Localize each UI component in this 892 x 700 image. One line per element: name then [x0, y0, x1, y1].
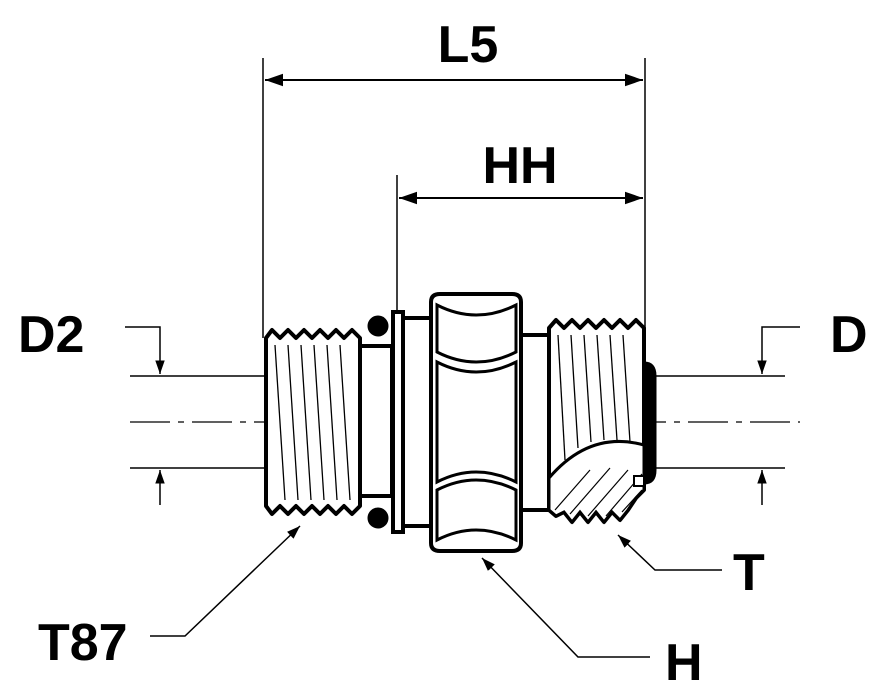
leader-t: T — [617, 534, 765, 602]
label-l5: L5 — [438, 16, 499, 74]
label-t87: T87 — [38, 614, 128, 672]
dimension-diameters: D2 D — [18, 306, 868, 505]
label-d: D — [830, 306, 868, 364]
leader-t87: T87 — [38, 525, 301, 672]
fitting-body — [264, 292, 657, 553]
label-h: H — [665, 634, 703, 692]
leader-h: H — [481, 557, 703, 692]
label-hh: HH — [482, 137, 557, 195]
dimension-l5: L5 — [262, 16, 646, 338]
dimension-hh: HH — [396, 137, 643, 312]
label-d2: D2 — [18, 306, 84, 364]
label-t: T — [733, 544, 765, 602]
